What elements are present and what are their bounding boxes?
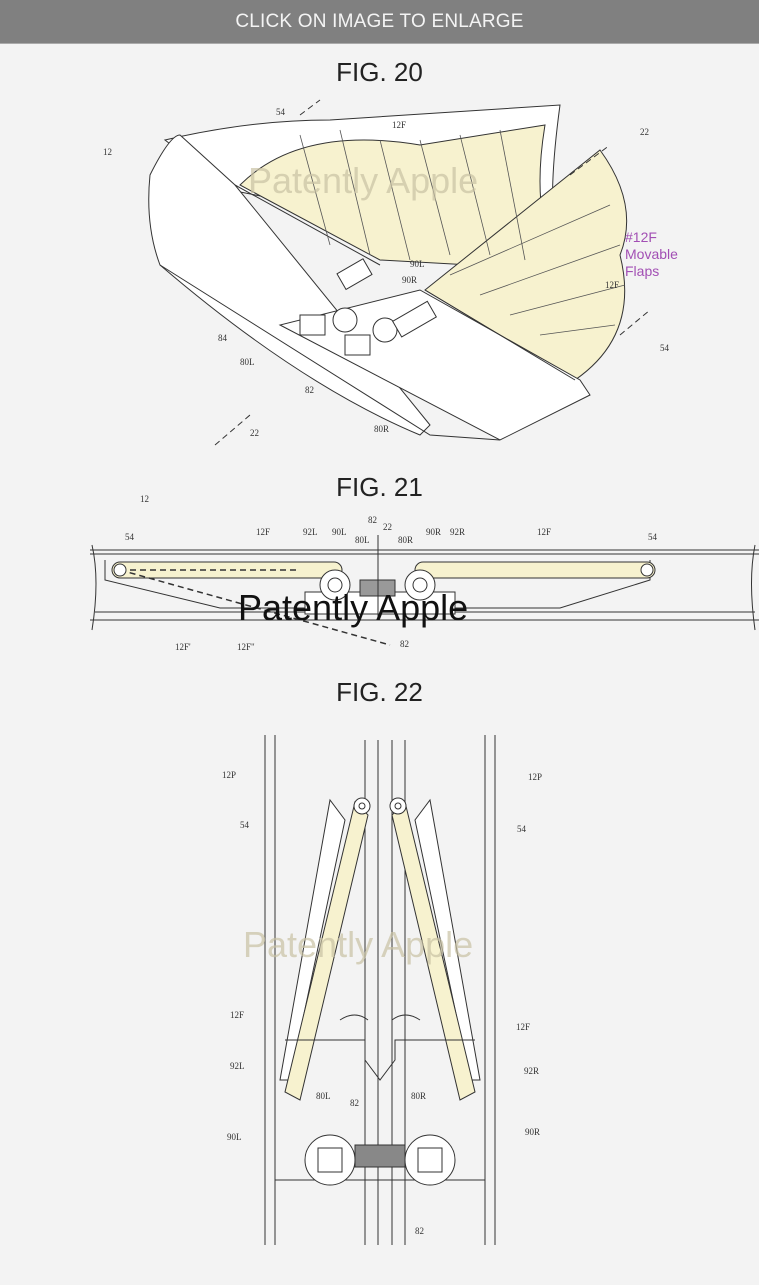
label: 12F'	[175, 642, 191, 652]
label: 82	[305, 385, 314, 395]
label: 12P	[528, 772, 542, 782]
label: 12F	[230, 1010, 244, 1020]
label: 80R	[398, 535, 413, 545]
label: 80R	[411, 1091, 426, 1101]
label: 90L	[227, 1132, 242, 1142]
label: 12P	[222, 770, 236, 780]
fig22-drawing[interactable]: Patently Apple 12P 12P 54 54 12F 12F 92L…	[0, 720, 759, 1250]
label: 54	[240, 820, 250, 830]
label: 82	[350, 1098, 359, 1108]
label: 12F"	[237, 642, 255, 652]
label: 92L	[230, 1061, 245, 1071]
label: 92R	[524, 1066, 539, 1076]
label: 54	[125, 532, 135, 542]
fig22-title: FIG. 22	[336, 677, 423, 707]
label: 12F	[537, 527, 551, 537]
watermark: Patently Apple	[238, 587, 468, 628]
label: 90R	[426, 527, 441, 537]
label: 84	[218, 333, 228, 343]
label: 12F	[516, 1022, 530, 1032]
fig21-drawing[interactable]: Patently Apple 12 54 12F 92L 90L 82 22 8…	[0, 490, 759, 660]
label: 90R	[525, 1127, 540, 1137]
fig20-drawing[interactable]: Patently Apple 12 54 12F 22 90L 90R 12F …	[0, 95, 759, 455]
label: 22	[250, 428, 259, 438]
label: 92L	[303, 527, 318, 537]
label: 22	[640, 127, 649, 137]
fig21-title: FIG. 21	[336, 472, 423, 502]
label: 12F	[392, 120, 406, 130]
label: 92R	[450, 527, 465, 537]
label: 80L	[316, 1091, 331, 1101]
annotation-line: Movable	[625, 246, 678, 262]
label: 80R	[374, 424, 389, 434]
label: 54	[276, 107, 286, 117]
label: 80L	[240, 357, 255, 367]
label: 82	[415, 1226, 424, 1236]
watermark: Patently Apple	[243, 924, 473, 965]
label: 90R	[402, 275, 417, 285]
annotation-line: #12F	[625, 229, 657, 245]
label: 54	[648, 532, 658, 542]
fig20-title: FIG. 20	[336, 57, 423, 87]
watermark: Patently Apple	[248, 160, 478, 201]
label: 22	[383, 522, 392, 532]
label: 12	[140, 494, 149, 504]
label: 12F	[605, 280, 619, 290]
label: 80L	[355, 535, 370, 545]
annotation-line: Flaps	[625, 263, 659, 279]
label: 54	[660, 343, 670, 353]
click-to-enlarge-banner[interactable]: CLICK ON IMAGE TO ENLARGE	[0, 0, 759, 44]
label: 54	[517, 824, 527, 834]
label: 90L	[410, 259, 425, 269]
label: 82	[368, 515, 377, 525]
label: 12F	[256, 527, 270, 537]
label: 12	[103, 147, 112, 157]
label: 90L	[332, 527, 347, 537]
label: 82	[400, 639, 409, 649]
